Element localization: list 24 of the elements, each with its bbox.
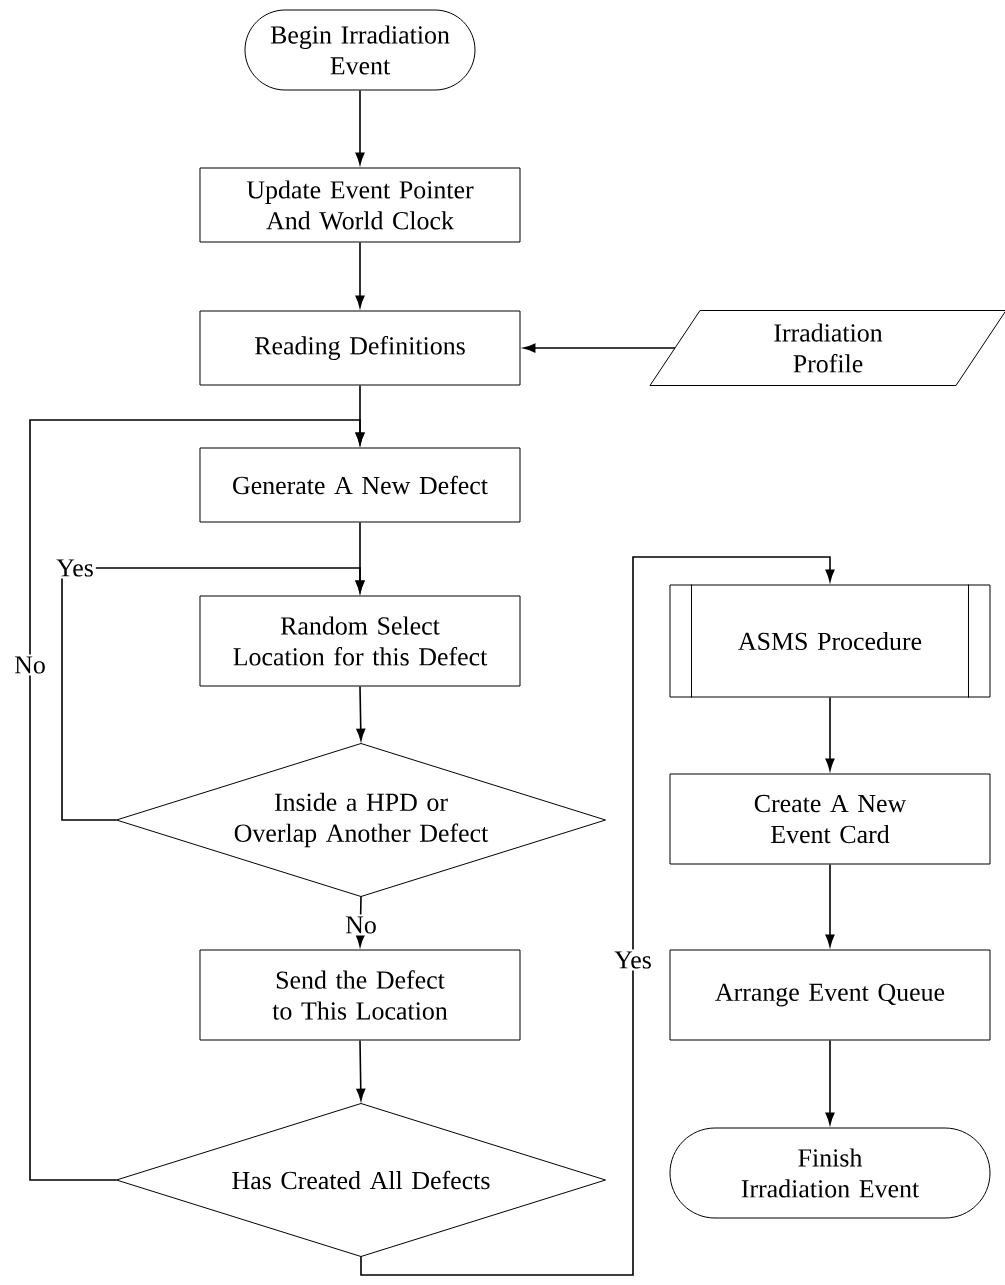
arrow — [355, 89, 365, 165]
edge-label: No — [12, 654, 48, 676]
edge-label: Yes — [612, 949, 654, 971]
subprocess-box: ASMS Procedure — [669, 584, 991, 698]
edge-label: Yes — [54, 557, 96, 579]
arrow — [825, 696, 835, 771]
arrow — [356, 685, 366, 741]
arrow — [356, 1039, 366, 1101]
arrow — [29, 419, 365, 1181]
arrow — [523, 343, 676, 353]
arrow — [825, 863, 835, 947]
process-box: Update Event Pointer And World Clock — [199, 167, 521, 243]
process-box: Generate A New Defect — [199, 447, 521, 523]
arrow — [61, 567, 365, 821]
process-box: Send the Defect to This Location — [199, 949, 521, 1041]
process-box: Random Select Location for this Defect — [199, 595, 521, 687]
arrow — [825, 1039, 835, 1125]
arrow — [360, 556, 835, 1276]
arrow — [355, 241, 365, 308]
data-parallelogram: Irradiation Profile — [649, 310, 1005, 386]
process-box: Create A New Event Card — [669, 773, 991, 865]
process-box: Reading Definitions — [199, 310, 521, 386]
edge-label: No — [343, 914, 379, 936]
process-box: Arrange Event Queue — [669, 949, 991, 1041]
